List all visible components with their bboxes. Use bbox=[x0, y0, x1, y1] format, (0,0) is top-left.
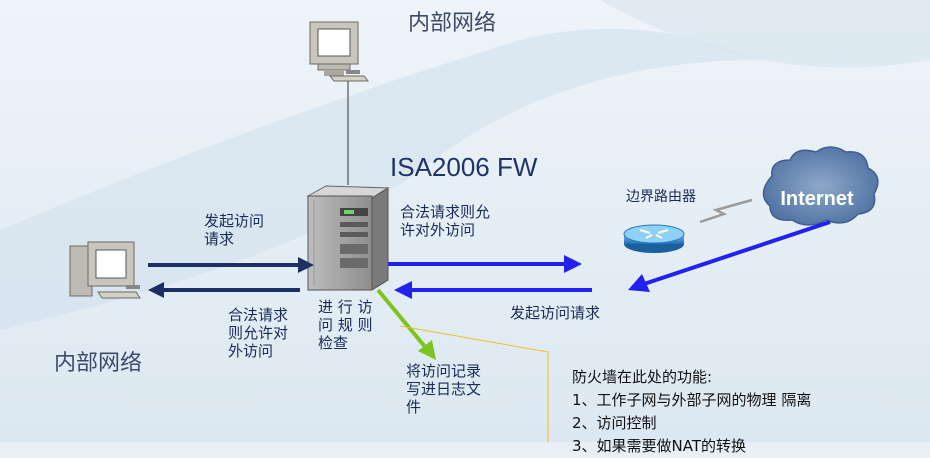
arrow-fw-to-out-head bbox=[564, 255, 582, 273]
firewall-title: ISA2006 FW bbox=[390, 152, 538, 182]
top-pc-icon bbox=[309, 21, 370, 82]
note-heading: 防火墙在此处的功能: bbox=[572, 368, 713, 386]
arrow-request-to-fw-head bbox=[298, 257, 314, 273]
background-swoosh bbox=[0, 28, 760, 330]
arrow-allow-to-pc-head bbox=[148, 282, 164, 298]
left-network-label: 内部网络 bbox=[54, 351, 143, 376]
firewall-function-note: 防火墙在此处的功能: 1、工作子网与外部子网的物理 隔离 2、访问控制 3、如果… bbox=[572, 366, 930, 458]
arrow-log bbox=[376, 288, 428, 350]
arrow-internet-in bbox=[643, 220, 831, 286]
router-icon bbox=[623, 224, 685, 253]
internet-cloud-icon: Internet bbox=[762, 146, 879, 226]
left-pc-icon bbox=[69, 241, 141, 299]
router-label: 边界路由器 bbox=[626, 189, 696, 205]
top-network-label: 内部网络 bbox=[408, 11, 497, 36]
arrow-out-to-fw-head bbox=[394, 281, 412, 299]
log-label: 将访问记录 写进日志文 件 bbox=[406, 362, 482, 416]
background-swoosh-2 bbox=[600, 0, 930, 68]
arrow-internet-in-head bbox=[628, 274, 650, 292]
arrow-log-head bbox=[418, 340, 436, 360]
left-allow-label: 合法请求 则允许对 外访问 bbox=[228, 306, 289, 360]
left-request-label: 发起访问 请求 bbox=[204, 212, 265, 248]
network-diagram: Internet bbox=[0, 0, 930, 442]
right-allow-label: 合法请求则允 许对外访问 bbox=[400, 203, 491, 239]
internet-label: Internet bbox=[780, 188, 854, 210]
note-item: 1、工作子网与外部子网的物理 隔离 bbox=[572, 391, 812, 409]
note-item: 3、如果需要做NAT的转换 bbox=[572, 437, 747, 455]
note-item: 2、访问控制 bbox=[572, 414, 657, 432]
right-request-label: 发起访问请求 bbox=[510, 304, 601, 322]
firewall-server-icon bbox=[306, 185, 390, 291]
callout-line bbox=[399, 325, 549, 442]
fw-check-label: 进 行 访 问 规 则 检查 bbox=[318, 298, 373, 352]
router-wan-link bbox=[699, 198, 753, 224]
